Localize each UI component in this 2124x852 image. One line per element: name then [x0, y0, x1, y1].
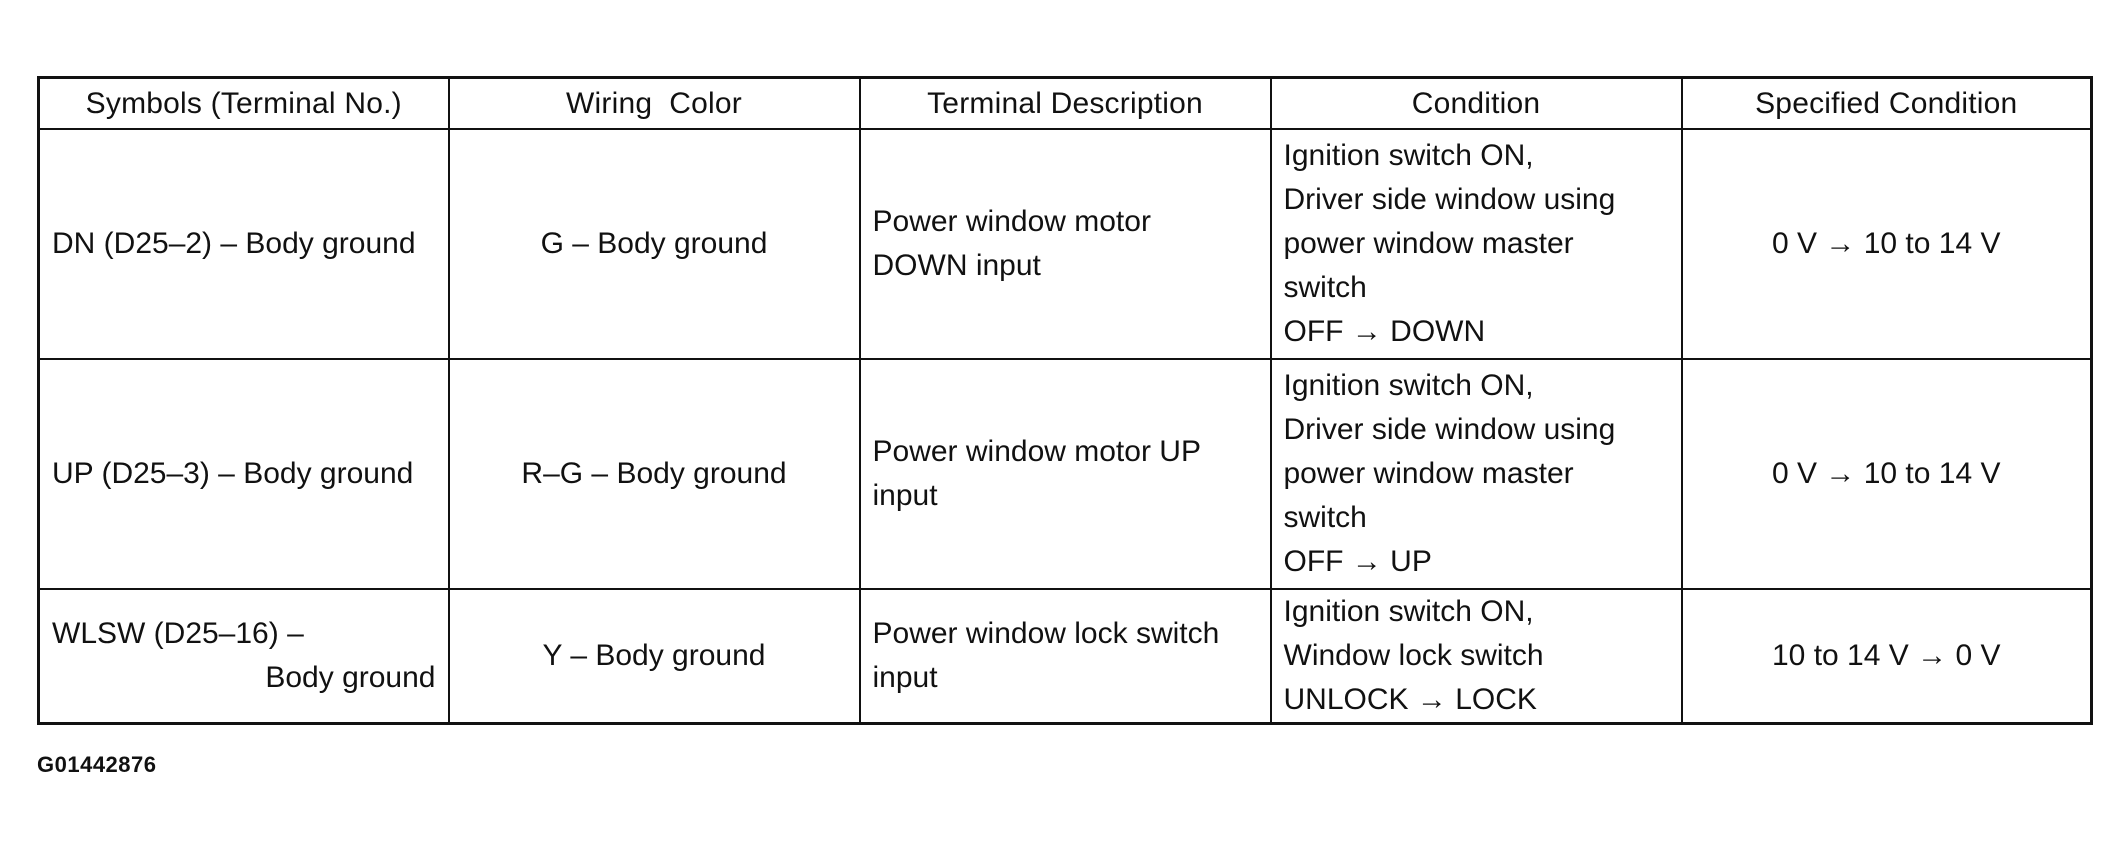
description-line: Power window motor [872, 205, 1151, 238]
condition-cell: Ignition switch ON, Driver side window u… [1269, 358, 1683, 590]
wiring-cell: G – Body ground [447, 128, 861, 360]
wiring-cell: R–G – Body ground [447, 358, 861, 590]
condition-line: Ignition switch ON, [1283, 369, 1534, 402]
terminal-spec-table: Symbols (Terminal No.) Wiring Color Term… [37, 76, 2093, 725]
specified-cell: 10 to 14 V → 0 V [1680, 588, 2093, 725]
symbol-cell: DN (D25–2) – Body ground [37, 128, 450, 360]
condition-line: OFF → DOWN [1283, 315, 1486, 348]
figure-id: G01442876 [37, 752, 157, 777]
condition-cell: Ignition switch ON, Driver side window u… [1269, 128, 1683, 360]
condition-cell: Ignition switch ON, Window lock switch U… [1269, 588, 1683, 725]
description-line: input [872, 479, 938, 512]
condition-line: Driver side window using [1283, 183, 1616, 216]
wiring-cell: Y – Body ground [447, 588, 861, 725]
description-cell: Power window lock switch input [858, 588, 1272, 725]
header-specified-condition: Specified Condition [1680, 76, 2093, 130]
description-cell: Power window motor DOWN input [858, 128, 1272, 360]
header-symbols: Symbols (Terminal No.) [37, 76, 450, 130]
description-line: Power window lock switch [872, 617, 1220, 650]
description-line: DOWN input [872, 249, 1041, 282]
condition-line: Driver side window using [1283, 413, 1616, 446]
symbol-text: DN (D25–2) – Body ground [52, 227, 416, 260]
condition-line: power window master [1283, 457, 1574, 490]
header-condition: Condition [1269, 76, 1683, 130]
description-line: Power window motor UP [872, 435, 1201, 468]
specified-cell: 0 V → 10 to 14 V [1680, 128, 2093, 360]
table-row: WLSW (D25–16) – Body ground Y – Body gro… [37, 588, 2093, 725]
table-header-row: Symbols (Terminal No.) Wiring Color Term… [37, 76, 2093, 130]
table-row: DN (D25–2) – Body ground G – Body ground… [37, 128, 2093, 360]
symbol-text: WLSW (D25–16) – [52, 617, 304, 650]
condition-line: Window lock switch [1283, 639, 1544, 672]
description-line: input [872, 661, 938, 694]
symbol-text: UP (D25–3) – Body ground [52, 457, 414, 490]
header-terminal-description: Terminal Description [858, 76, 1272, 130]
condition-line: switch [1283, 501, 1367, 534]
specified-cell: 0 V → 10 to 14 V [1680, 358, 2093, 590]
table-row: UP (D25–3) – Body ground R–G – Body grou… [37, 358, 2093, 590]
condition-line: power window master [1283, 227, 1574, 260]
header-wiring-color: Wiring Color [447, 76, 861, 130]
condition-line: UNLOCK → LOCK [1283, 683, 1537, 716]
symbol-text-continued: Body ground [265, 661, 436, 694]
symbol-cell: UP (D25–3) – Body ground [37, 358, 450, 590]
description-cell: Power window motor UP input [858, 358, 1272, 590]
condition-line: switch [1283, 271, 1367, 304]
condition-line: OFF → UP [1283, 545, 1432, 578]
symbol-cell: WLSW (D25–16) – Body ground [37, 588, 450, 725]
condition-line: Ignition switch ON, [1283, 139, 1534, 172]
condition-line: Ignition switch ON, [1283, 595, 1534, 628]
